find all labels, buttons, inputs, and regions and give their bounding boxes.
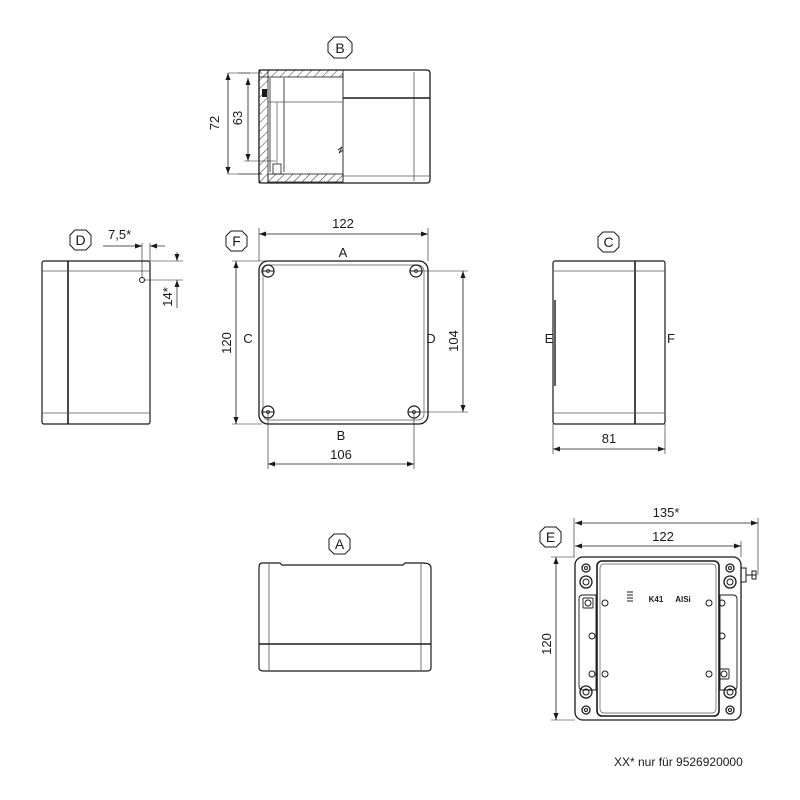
view-label-e: E: [539, 526, 562, 548]
material-code: K41: [649, 595, 664, 604]
view-c: C E F 81: [545, 231, 675, 454]
svg-text:E: E: [546, 529, 555, 545]
svg-text:A: A: [335, 536, 345, 552]
side-label-b: B: [337, 428, 346, 443]
svg-text:B: B: [335, 40, 344, 56]
dim-122: 122: [332, 216, 354, 231]
dim-106: 106: [330, 447, 352, 462]
side-label-e: E: [545, 331, 554, 346]
dim-63: 63: [230, 111, 245, 125]
view-a: A: [258, 533, 432, 672]
dim-120-e: 120: [539, 633, 554, 655]
view-f: F A B C D 122 120 104 106: [219, 216, 468, 469]
dim-14: 14*: [160, 287, 175, 307]
side-label-a: A: [339, 245, 348, 260]
dim-120: 120: [219, 332, 234, 354]
svg-text:F: F: [232, 233, 241, 249]
dim-104: 104: [446, 330, 461, 352]
mounting-hole-icon: [579, 563, 737, 715]
svg-text:C: C: [603, 234, 613, 250]
view-label-d: D: [69, 229, 92, 251]
view-label-c: C: [597, 231, 620, 253]
dim-7-5: 7,5*: [108, 227, 131, 242]
svg-text:D: D: [75, 232, 85, 248]
side-label-c: C: [243, 331, 252, 346]
dim-122-e: 122: [652, 529, 674, 544]
view-label-b: B: [327, 36, 353, 59]
material-mark: AlSi: [675, 595, 691, 604]
certification-mark-icon: [627, 591, 633, 602]
screw-icon: [261, 264, 423, 419]
view-d: D 7,5* 14*: [41, 227, 183, 425]
dim-72: 72: [207, 116, 222, 130]
side-label-d: D: [426, 331, 435, 346]
ground-stud-icon: [740, 567, 757, 583]
view-label-f: F: [225, 230, 248, 252]
footnote: XX* nur für 9526920000: [614, 755, 743, 769]
dim-81: 81: [602, 431, 616, 446]
view-b: B 72 63: [207, 36, 431, 184]
view-e: E K41 AlSi: [539, 505, 759, 721]
side-label-f: F: [667, 331, 675, 346]
dim-135: 135*: [653, 505, 680, 520]
view-label-a: A: [328, 533, 351, 555]
